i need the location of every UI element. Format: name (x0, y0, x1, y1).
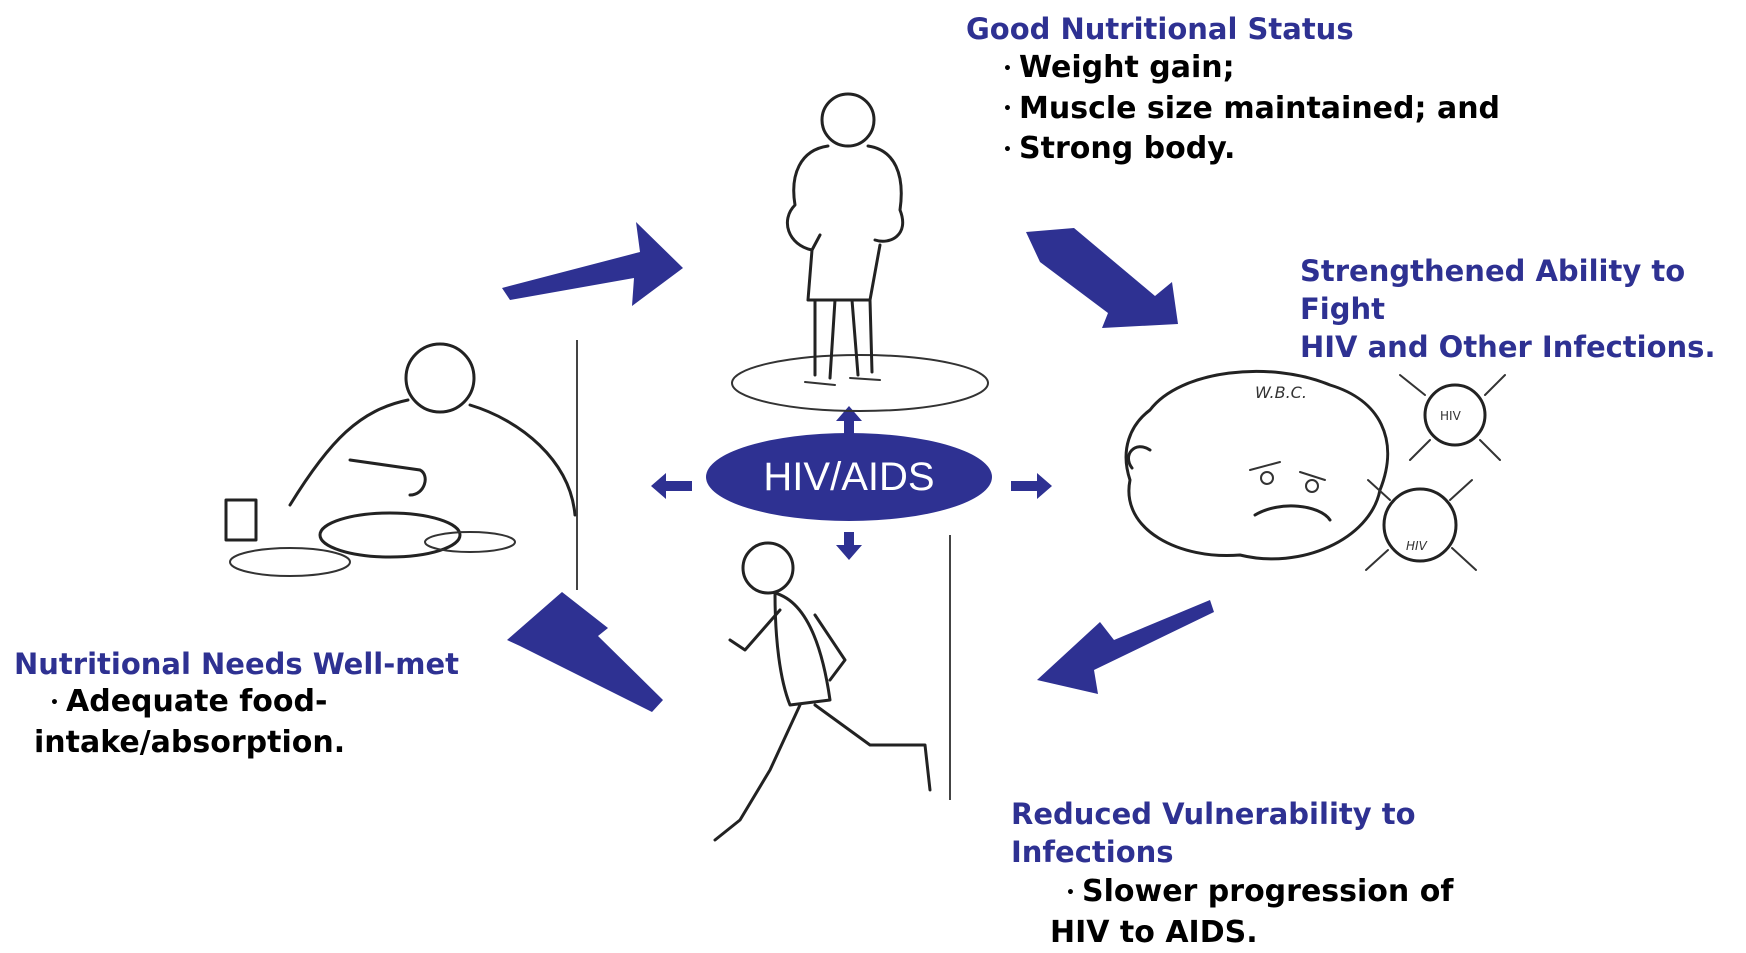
bottom-right-heading: Reduced Vulnerability to Infections (1011, 795, 1416, 871)
center-arrow-right (1011, 473, 1052, 499)
bullet-dot: • (1003, 89, 1019, 129)
cycle-arrow-bottom-to-left (507, 592, 663, 712)
cycle-arrow-top-to-right (1026, 228, 1178, 328)
center-label: HIV/AIDS (718, 452, 980, 502)
center-arrow-down (836, 532, 862, 560)
top-bullet-list: •Weight gain; •Muscle size maintained; a… (1003, 48, 1500, 170)
wbc-fighting-virus-illustration: W.B.C. HIV HIV (1126, 371, 1505, 570)
bullet-dot: • (1003, 130, 1019, 170)
right-heading: Strengthened Ability to Fight HIV and Ot… (1300, 252, 1715, 366)
bottom-right-bullet-1: •Slower progression of (1066, 872, 1453, 913)
bullet-dot: • (50, 683, 66, 723)
top-bullet-2: •Muscle size maintained; and (1003, 89, 1500, 130)
center-arrow-left (651, 473, 692, 499)
left-bullet-1: •Adequate food- (50, 682, 345, 723)
top-bullet-1: •Weight gain; (1003, 48, 1500, 89)
virus-label-top: HIV (1440, 409, 1462, 423)
standing-man-illustration (732, 94, 988, 411)
bullet-dot: • (1066, 873, 1082, 913)
virus-label-bottom: HIV (1406, 539, 1428, 553)
bottom-right-bullet-1-cont: HIV to AIDS. (1050, 913, 1453, 953)
wbc-label: W.B.C. (1255, 383, 1307, 402)
left-bullet-list: •Adequate food- intake/absorption. (50, 682, 345, 763)
running-man-illustration (715, 543, 930, 840)
bottom-right-bullet-list: •Slower progression of HIV to AIDS. (1066, 872, 1453, 953)
left-heading: Nutritional Needs Well-met (14, 645, 459, 683)
bullet-dot: • (1003, 49, 1019, 89)
top-heading: Good Nutritional Status (966, 10, 1354, 48)
top-bullet-3: •Strong body. (1003, 129, 1500, 170)
eating-man-illustration (226, 344, 575, 576)
cycle-arrow-left-to-top (502, 222, 683, 306)
left-bullet-1-cont: intake/absorption. (34, 723, 345, 763)
cycle-arrow-right-to-bottom (1037, 600, 1214, 694)
